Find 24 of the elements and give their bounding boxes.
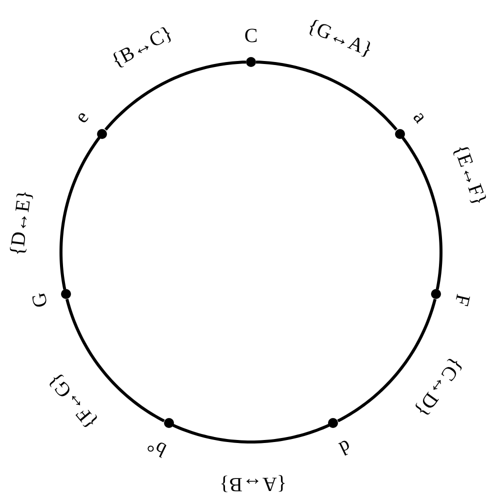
point-dot [431, 289, 442, 300]
circle-arc [337, 298, 436, 422]
point-dot [97, 128, 108, 139]
point-dot [394, 128, 405, 139]
arc-label: {D↔E} [6, 189, 35, 257]
point-dot [328, 418, 338, 428]
circle-arc [104, 60, 246, 131]
point-dot [60, 289, 71, 300]
point-dot [246, 57, 256, 67]
circle-arc [401, 136, 442, 290]
arc-label: {E↔F} [450, 142, 490, 208]
circle-arc [66, 298, 165, 422]
point-label: b° [144, 434, 170, 460]
point-dot [164, 418, 174, 428]
point-label: d [336, 435, 354, 458]
point-label: G [29, 290, 52, 310]
circle-arc [256, 60, 398, 131]
circle-arc [60, 136, 101, 290]
point-label: F [450, 292, 473, 308]
circle-arc [172, 424, 330, 444]
point-label: C [244, 26, 258, 46]
arc-label: {A↔B} [219, 474, 287, 494]
point-label: e [72, 108, 93, 128]
point-label: a [409, 108, 430, 128]
